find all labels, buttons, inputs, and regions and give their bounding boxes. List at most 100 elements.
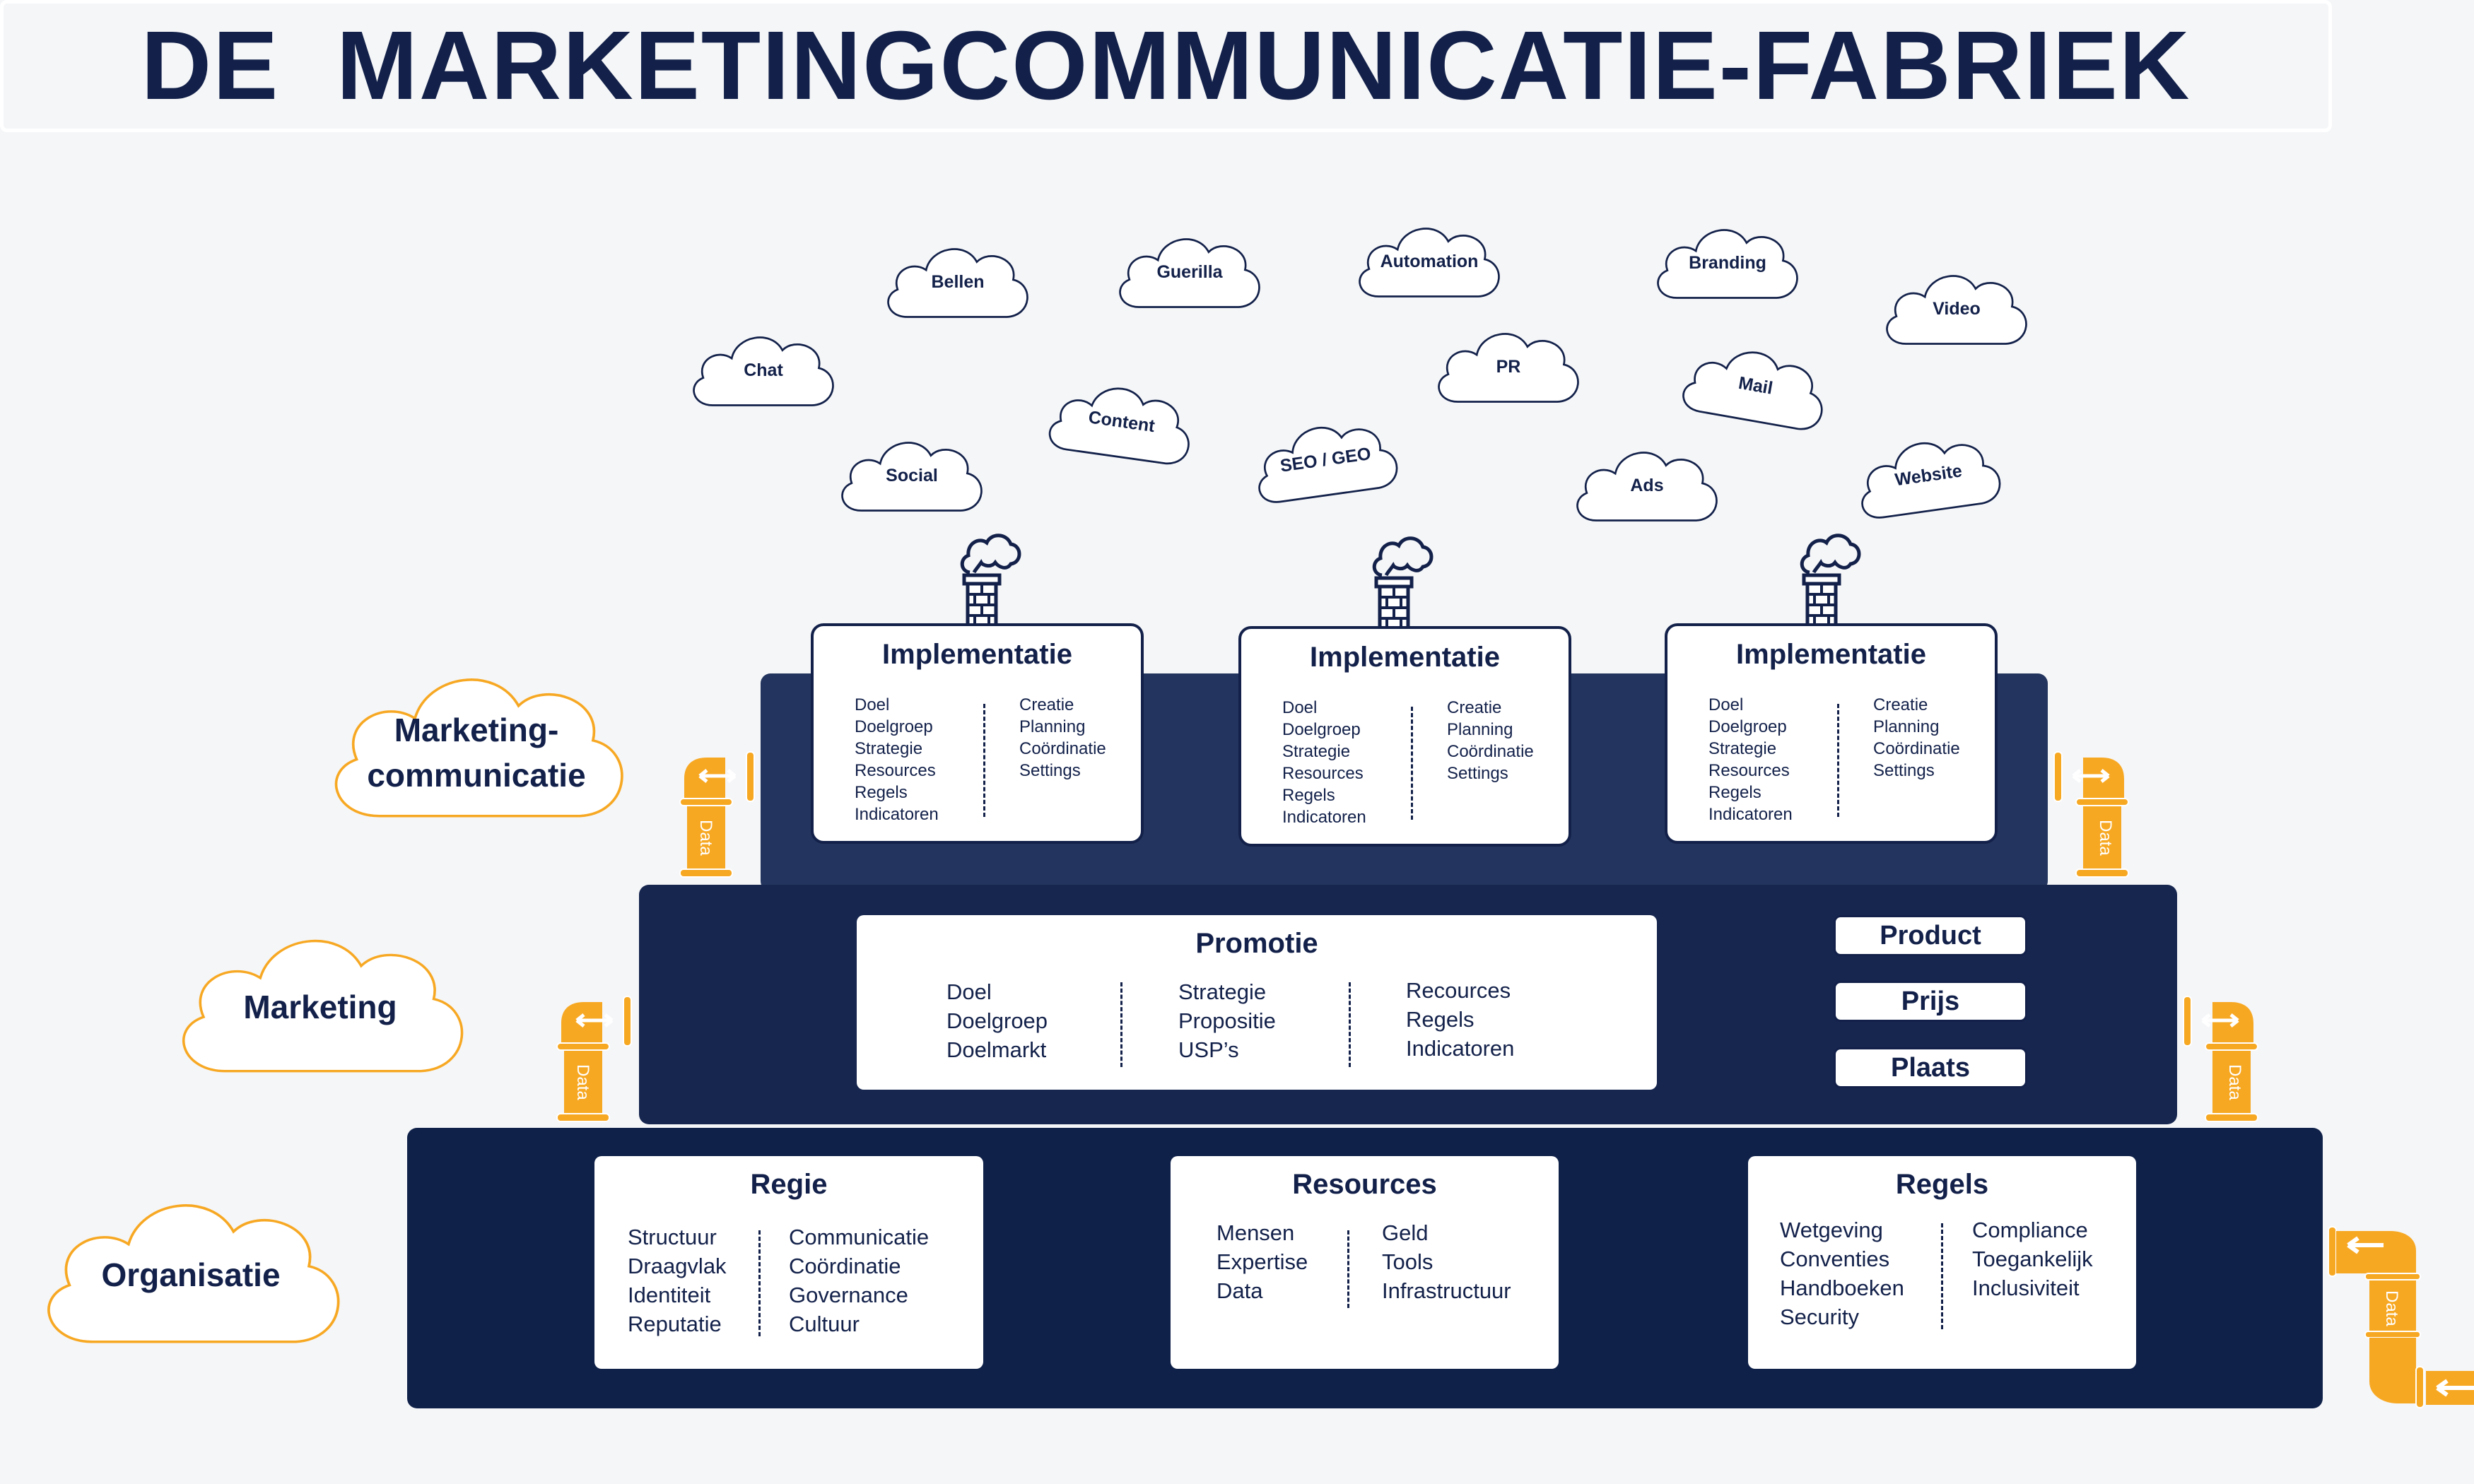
list-item: Mensen	[1217, 1220, 1295, 1245]
promotie-title: Promotie	[1195, 928, 1318, 959]
title-banner: DE MARKETINGCOMMUNICATIE-FABRIEK	[0, 0, 2332, 132]
list-item: Coördinatie	[1447, 742, 1534, 761]
list-item: Conventies	[1780, 1247, 1890, 1271]
chimney-smoke-icon	[1794, 530, 1865, 628]
list-item: Compliance	[1972, 1218, 2088, 1242]
chimney-smoke-icon	[1366, 533, 1437, 631]
channel-cloud: SEO / GEO	[1241, 404, 1409, 514]
list-item: Indicatoren	[1708, 805, 1793, 824]
list-item: Resources	[855, 761, 936, 780]
channel-label: Ads	[1630, 475, 1664, 495]
list-item: Inclusiviteit	[1972, 1276, 2080, 1300]
channel-label: Bellen	[931, 271, 985, 292]
channel-cloud: Mail	[1670, 327, 1841, 442]
data-pipe: Data	[556, 995, 634, 1123]
list-item: Creatie	[1873, 695, 1928, 714]
list-item: Indicatoren	[1406, 1036, 1515, 1061]
list-item: Recources	[1406, 978, 1511, 1003]
list-item: Data	[1217, 1278, 1263, 1303]
data-pipe: Data	[2051, 750, 2130, 878]
data-pipe-input: Data	[2327, 1223, 2474, 1408]
list-item: Communicatie	[789, 1225, 930, 1249]
label-cloud-marketingcommunicatie: Marketing- communicatie	[315, 659, 638, 832]
channel-cloud: Social	[833, 430, 991, 519]
label-marketingcommunicatie: Marketing- communicatie	[367, 711, 586, 794]
channel-label: Chat	[744, 360, 783, 380]
list-item: Coördinatie	[1019, 739, 1106, 758]
channel-label: Guerilla	[1156, 261, 1223, 282]
resources-title: Resources	[1292, 1169, 1437, 1200]
list-item: Doel	[1708, 695, 1744, 714]
list-item: Doel	[946, 979, 992, 1004]
divider	[1120, 982, 1122, 1067]
pipe-label: Data	[2382, 1290, 2401, 1326]
divider	[983, 704, 985, 817]
divider	[1837, 704, 1839, 817]
divider	[1941, 1223, 1943, 1329]
list-item: Regels	[855, 783, 908, 802]
prijs-box: Prijs	[1834, 981, 2027, 1022]
list-item: Creatie	[1447, 698, 1502, 717]
list-item: Handboeken	[1780, 1276, 1904, 1300]
channel-cloud: Video	[1877, 263, 2036, 352]
product-box: Product	[1834, 915, 2027, 956]
pipe-label: Data	[573, 1064, 592, 1100]
label-marketing: Marketing	[243, 989, 397, 1026]
pipe-label: Data	[696, 820, 715, 856]
label-cloud-marketing: Marketing	[163, 921, 478, 1086]
list-item: Strategie	[1282, 742, 1351, 761]
channel-label: Social	[886, 465, 938, 485]
list-item: USP’s	[1178, 1037, 1239, 1062]
list-item: Coördinatie	[1873, 739, 1960, 758]
list-item: Doelgroep	[1282, 720, 1361, 739]
channel-cloud: Bellen	[879, 236, 1037, 325]
channel-cloud: Website	[1843, 419, 2012, 529]
list-item: Doel	[1282, 698, 1318, 717]
list-item: Settings	[1447, 764, 1508, 783]
list-item: Strategie	[1708, 739, 1777, 758]
channel-cloud: PR	[1429, 321, 1588, 410]
label-cloud-organisatie: Organisatie	[27, 1184, 355, 1358]
label-organisatie: Organisatie	[101, 1256, 281, 1293]
data-pipe: Data	[679, 750, 757, 878]
list-item: Governance	[789, 1283, 908, 1307]
list-item: Doelgroep	[1708, 717, 1787, 736]
list-item: Strategie	[1178, 979, 1267, 1004]
channel-label: PR	[1496, 356, 1521, 377]
list-item: Wetgeving	[1780, 1218, 1883, 1242]
page-title: DE MARKETINGCOMMUNICATIE-FABRIEK	[141, 11, 2191, 120]
chimney-smoke-icon	[954, 530, 1025, 628]
list-item: Coördinatie	[789, 1254, 901, 1278]
list-item: Planning	[1873, 717, 1940, 736]
list-item: Regels	[1708, 783, 1761, 802]
channel-cloud: Ads	[1568, 440, 1726, 529]
list-item: Doelgroep	[855, 717, 933, 736]
channel-label: Video	[1933, 298, 1981, 319]
list-item: Draagvlak	[628, 1254, 727, 1278]
pipe-label: Data	[2096, 820, 2115, 856]
data-pipe: Data	[2181, 995, 2259, 1123]
divider	[758, 1230, 761, 1336]
list-item: Planning	[1019, 717, 1086, 736]
list-item: Resources	[1282, 764, 1364, 783]
list-item: Settings	[1873, 761, 1935, 780]
channel-cloud: Chat	[684, 324, 843, 413]
list-item: Indicatoren	[855, 805, 939, 824]
